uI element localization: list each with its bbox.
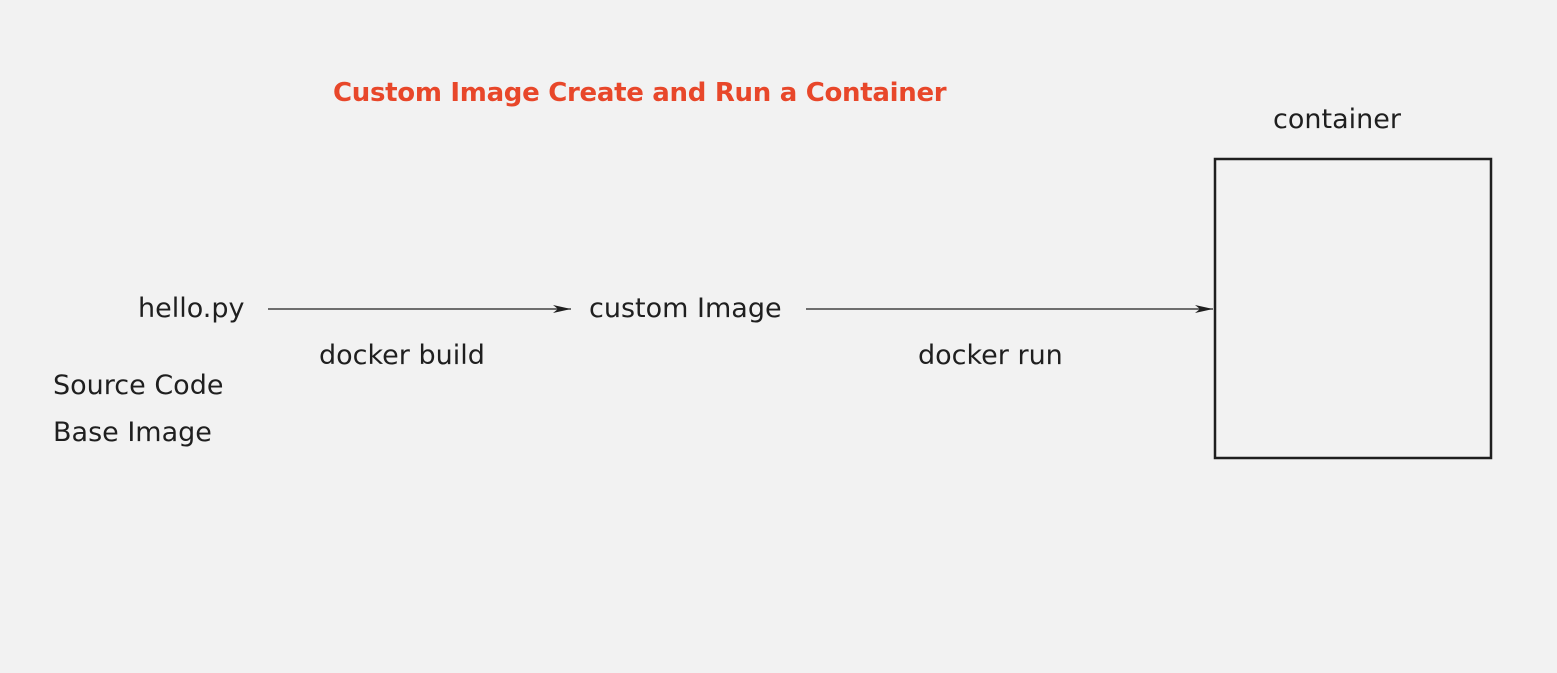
container-box — [1213, 157, 1493, 460]
base-image-note: Base Image — [53, 417, 212, 448]
diagram-title: Custom Image Create and Run a Container — [333, 78, 947, 108]
docker-build-label: docker build — [319, 340, 485, 371]
source-code-note: Source Code — [53, 370, 224, 401]
docker-run-label: docker run — [918, 340, 1063, 371]
source-file-label: hello.py — [138, 293, 245, 324]
container-label: container — [1273, 104, 1401, 135]
custom-image-label: custom Image — [589, 293, 782, 324]
